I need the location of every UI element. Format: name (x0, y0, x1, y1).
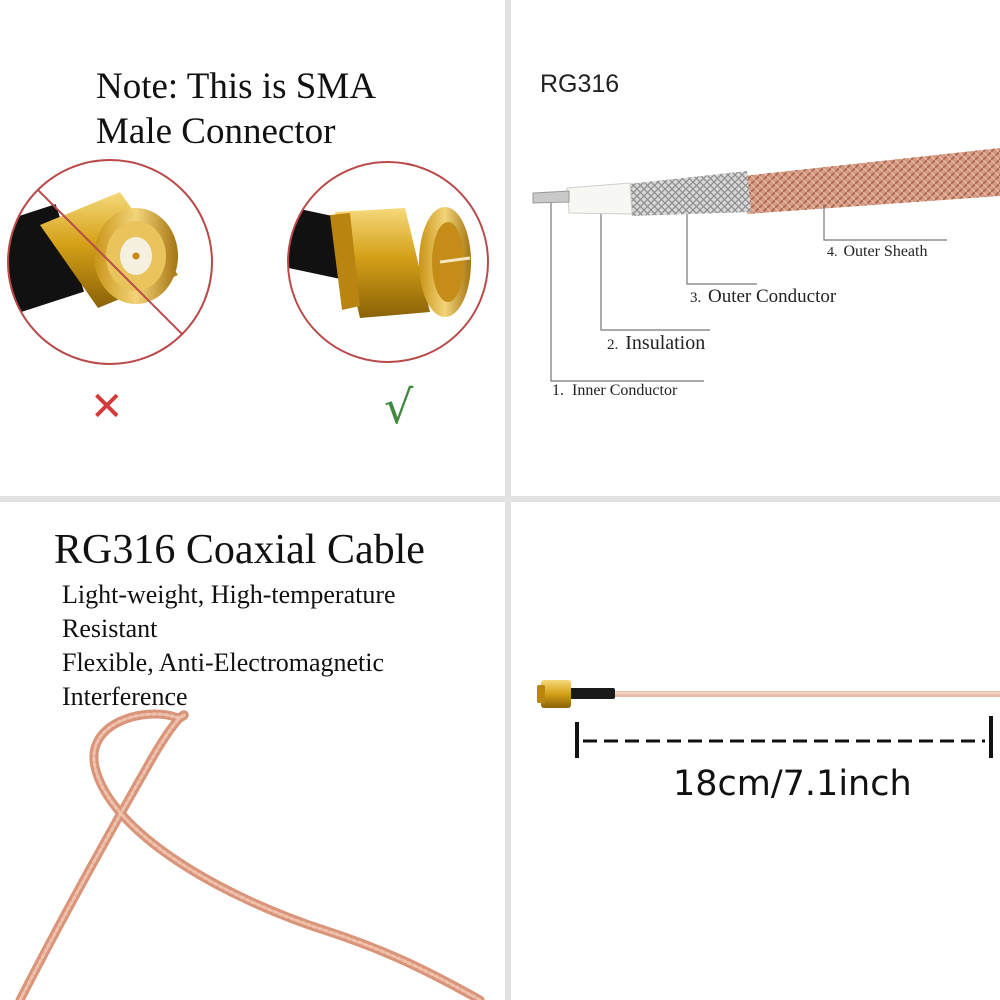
note-line-2: Male Connector (96, 111, 336, 152)
feature-line-2: Resistant (62, 614, 158, 643)
layer-name-2: Insulation (625, 332, 706, 354)
connector-ferrule (567, 688, 615, 699)
feature-line-3: Flexible, Anti-Electromagnetic (62, 648, 385, 677)
sma-connector-small (541, 680, 571, 708)
feature-line-1: Light-weight, High-temperature (62, 580, 396, 609)
rp-sma-connector-image (8, 160, 212, 364)
layer-label-1: 1. Inner Conductor (552, 382, 677, 400)
connector-note: Note: This is SMA Male Connector (96, 64, 376, 154)
outer-conductor-shape (628, 171, 751, 216)
length-label: 18cm/7.1inch (673, 764, 912, 804)
insulation-shape (566, 182, 633, 215)
cable-title: RG316 Coaxial Cable (54, 527, 425, 573)
note-line-1: Note: This is SMA (96, 66, 376, 107)
layer-name-3: Outer Conductor (708, 286, 837, 307)
layer-label-2: 2. Insulation (607, 332, 705, 355)
diagram-title: RG316 (540, 70, 620, 98)
connector-note-panel: Note: This is SMA Male Connector (0, 0, 505, 496)
feature-line-4: Interference (62, 682, 188, 711)
cable-length-panel: 18cm/7.1inch (511, 502, 1000, 1000)
outer-sheath-shape (743, 148, 1000, 214)
right-circle (287, 161, 489, 363)
coiled-cable-image (15, 709, 485, 1000)
cable-length-image (537, 680, 1000, 758)
horizontal-divider (0, 496, 1000, 502)
right-mark: √ (384, 380, 414, 434)
sma-male-connector-image (288, 162, 488, 362)
layer-number-4: 4. (827, 245, 838, 260)
wrong-circle (7, 159, 213, 365)
layer-name-4: Outer Sheath (843, 243, 928, 260)
cable-cross-section-diagram (532, 148, 1000, 382)
cable-features-panel: RG316 Coaxial Cable Light-weight, High-t… (0, 502, 505, 1000)
layer-label-3: 3. Outer Conductor (690, 286, 836, 308)
connector-illustration (7, 159, 489, 365)
layer-number-1: 1. (552, 382, 564, 399)
layer-label-4: 4. Outer Sheath (827, 243, 927, 261)
layer-number-3: 3. (690, 290, 702, 306)
layer-name-1: Inner Conductor (572, 382, 678, 399)
wrong-mark: ✕ (90, 384, 124, 430)
layer-number-2: 2. (607, 337, 619, 353)
cable-structure-panel: RG316 1. Inner (511, 0, 1000, 496)
inner-conductor-shape (532, 190, 570, 204)
